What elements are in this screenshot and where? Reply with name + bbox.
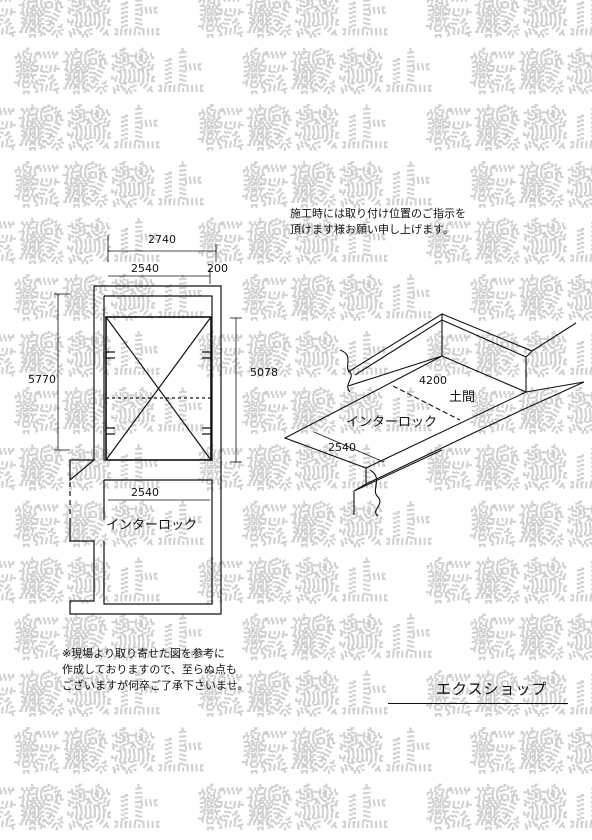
lot-outline bbox=[69, 285, 222, 615]
shop-underline bbox=[388, 703, 568, 704]
front-curb bbox=[353, 381, 585, 515]
persp-label-doma: 土間 bbox=[449, 390, 475, 405]
plan-dim-carport-depth: 5078 bbox=[250, 366, 278, 379]
plan-dim-inner-width: 2540 bbox=[131, 262, 159, 275]
carport-post-4 bbox=[202, 427, 211, 435]
persp-dim-length: 4200 bbox=[419, 374, 447, 387]
plan-dim-lower-width: 2540 bbox=[131, 486, 159, 499]
persp-dim-width: 2540 bbox=[328, 441, 356, 454]
plan-dim-total-width: 2740 bbox=[148, 233, 176, 246]
carport-roof bbox=[105, 316, 212, 461]
disclaimer-note: ※現場より取り寄せた図を参考に 作成しておりますので、至らぬ点も ございますが何… bbox=[62, 647, 249, 692]
persp-label-interlock: インターロック bbox=[346, 415, 437, 430]
plan-label-interlock: インターロック bbox=[106, 518, 197, 533]
boundary-line bbox=[392, 385, 461, 421]
carport-post-1 bbox=[105, 351, 115, 359]
persp-dim-line bbox=[313, 431, 385, 463]
inner-outline bbox=[103, 295, 213, 605]
carport-post-3 bbox=[106, 427, 115, 435]
plan-view: 2740 2540 200 5770 5078 2540 インターロック bbox=[28, 233, 278, 615]
carport-diagonal-2 bbox=[105, 316, 212, 461]
perspective-view: 4200 2540 土間 インターロック bbox=[283, 313, 585, 517]
break-mark-left bbox=[339, 349, 352, 393]
dim-lines bbox=[54, 235, 242, 501]
install-note: 施工時には取り付け位置のご指示を 頂けます様お願い申し上げます。 bbox=[290, 207, 466, 236]
back-wall bbox=[347, 313, 585, 393]
shop-name: エクスショップ bbox=[436, 680, 548, 698]
ground-plane bbox=[283, 355, 528, 469]
break-mark-right bbox=[369, 469, 381, 517]
plan-dim-side: 200 bbox=[207, 262, 228, 275]
plan-dim-height: 5770 bbox=[28, 373, 56, 386]
carport-post-2 bbox=[202, 351, 212, 359]
